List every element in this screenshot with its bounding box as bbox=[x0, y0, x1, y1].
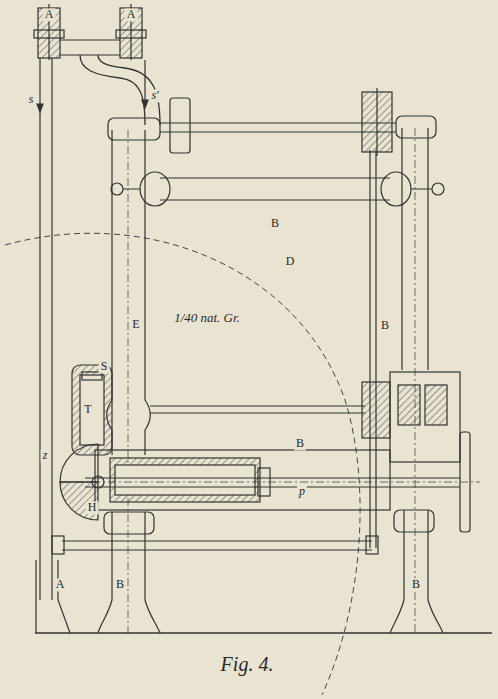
top-bracket bbox=[60, 40, 120, 55]
upper-beam bbox=[111, 172, 444, 206]
part-letter: B bbox=[269, 217, 281, 230]
part-letter: p bbox=[297, 485, 307, 498]
part-letter: H bbox=[86, 501, 99, 514]
part-letter: E bbox=[130, 318, 141, 331]
left-standard bbox=[36, 560, 70, 633]
rope-s bbox=[39, 58, 40, 600]
part-letter: S bbox=[99, 360, 110, 373]
arrow-s bbox=[37, 104, 43, 112]
rope-s-prime bbox=[144, 60, 145, 100]
part-letter: B bbox=[379, 319, 391, 332]
part-letter: B bbox=[114, 578, 126, 591]
cylinder bbox=[72, 365, 112, 455]
figure-caption: Fig. 4. bbox=[219, 653, 276, 675]
belt-rod bbox=[369, 150, 370, 548]
quadrant bbox=[60, 444, 104, 520]
part-letter: A bbox=[125, 8, 138, 21]
part-letter: B bbox=[410, 578, 422, 591]
part-letter: s bbox=[27, 93, 36, 106]
part-letter: T bbox=[82, 403, 93, 416]
bottom-rod bbox=[52, 536, 378, 554]
right-column bbox=[390, 116, 443, 633]
part-letter: A bbox=[43, 8, 56, 21]
part-letter: s' bbox=[149, 89, 160, 102]
scale-note: 1/40 nat. Gr. bbox=[172, 311, 242, 325]
part-letter: D bbox=[284, 255, 297, 268]
part-letter: B bbox=[294, 437, 306, 450]
swing-arc bbox=[5, 233, 360, 695]
rope-s-inner bbox=[51, 58, 52, 600]
ground-line bbox=[35, 632, 492, 634]
pipe-bend bbox=[80, 55, 160, 125]
gearbox bbox=[390, 372, 470, 532]
part-letter: A bbox=[54, 578, 67, 591]
part-letter: z bbox=[41, 449, 50, 462]
top-shaft bbox=[160, 88, 396, 156]
pulley-left bbox=[34, 4, 64, 60]
middle-rod bbox=[150, 382, 390, 438]
lower-beam bbox=[60, 450, 480, 510]
pulley-right bbox=[116, 4, 146, 60]
